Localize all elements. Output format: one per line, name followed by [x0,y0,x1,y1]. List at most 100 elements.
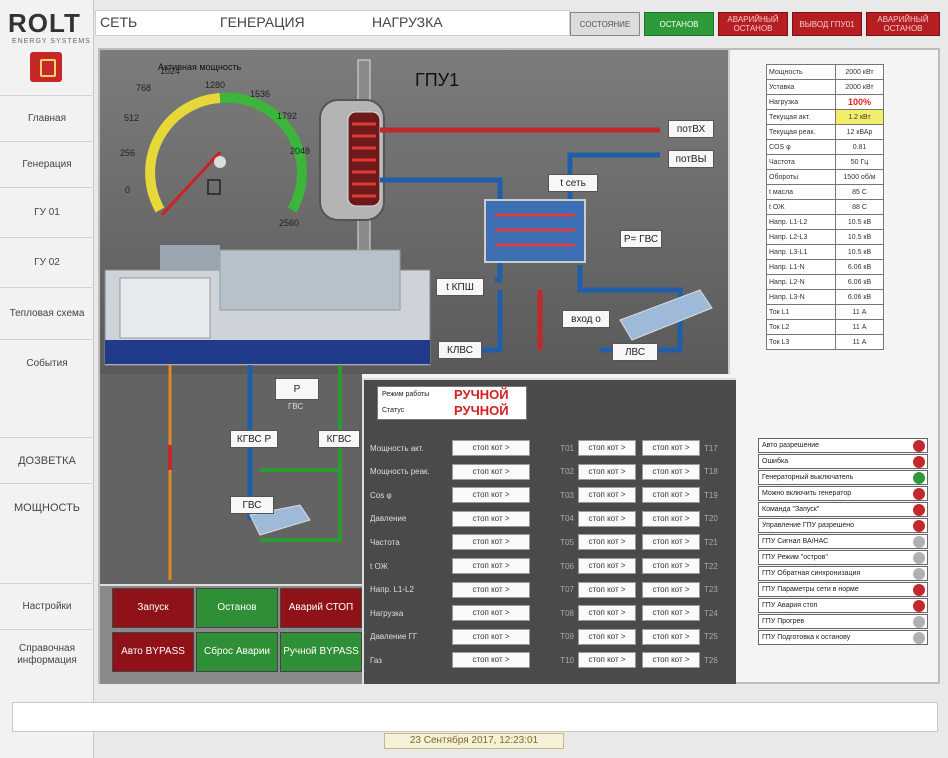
control-field[interactable]: стоп кот > [452,581,530,598]
control-field[interactable]: стоп кот > [578,534,636,551]
control-field[interactable]: стоп кот > [452,487,530,504]
control-field[interactable]: стоп кот > [578,463,636,480]
stop-button[interactable]: Останов [196,588,278,628]
status-text: Управление ГПУ разрешено [762,522,855,529]
label-lvs[interactable]: ЛВС [612,343,658,361]
param-value: 10.5 кВ [835,214,884,230]
status-indicator-icon [913,615,925,628]
control-field[interactable]: стоп кот > [642,558,700,574]
control-field[interactable]: стоп кот > [642,463,700,480]
reset-alarms-button[interactable]: Сброс Аварии [196,632,278,672]
status-item: ГПУ Авария стоп [758,598,928,613]
control-field[interactable]: стоп кот > [578,558,636,574]
control-field[interactable]: стоп кот > [578,487,636,504]
control-field[interactable]: стоп кот > [452,558,530,574]
state-button[interactable]: СОСТОЯНИЕ [570,12,640,36]
control-field[interactable]: стоп кот > [642,605,700,622]
sidebar-item-thermal[interactable]: Тепловая схема [0,287,94,339]
sidebar-item-main[interactable]: Главная [0,95,94,141]
control-field[interactable]: стоп кот > [452,440,530,456]
manual-bypass-button[interactable]: Ручной BYPASS [280,632,362,672]
control-field[interactable]: стоп кот > [578,581,636,598]
label-t-kpsh[interactable]: t КПШ [436,278,484,296]
clock: 23 Сентября 2017, 12:23:01 [384,733,564,749]
control-row-number: T05 [560,537,574,547]
emergency-stop-button[interactable]: Аварий СТОП [280,588,362,628]
param-name: Ток L3 [766,334,836,350]
sidebar-item-power[interactable]: МОЩНОСТЬ [0,483,94,531]
control-field[interactable]: стоп кот > [642,534,700,551]
control-field[interactable]: стоп кот > [578,605,636,622]
status-text: ГПУ Авария стоп [762,602,818,609]
control-field[interactable]: стоп кот > [578,510,636,527]
sidebar-item-dozvetka[interactable]: ДОЗВЕТКА [0,437,94,483]
control-field[interactable]: стоп кот > [642,581,700,598]
status-item: ГПУ Обратная синхронизация [758,566,928,581]
param-value: 50 Гц [835,154,884,170]
label-kgvs[interactable]: КГВС [318,430,360,448]
control-field[interactable]: стоп кот > [452,534,530,551]
auto-bypass-button[interactable]: Авто BYPASS [112,632,194,672]
control-field[interactable]: стоп кот > [578,628,636,645]
control-row-end: T26 [704,655,718,665]
param-name: Напр. L1-N [766,259,836,275]
sidebar-item-gu02[interactable]: ГУ 02 [0,237,94,287]
control-field[interactable]: стоп кот > [452,463,530,480]
param-value: 6.06 кВ [835,289,884,305]
param-value: 11 А [835,334,884,350]
pipe-blue-lower [480,290,503,353]
start-button[interactable]: Запуск [112,588,194,628]
label-t-set[interactable]: t сеть [548,174,598,192]
label-kgvs-r[interactable]: КГВС Р [230,430,278,448]
control-row-end: T20 [704,514,718,524]
control-field[interactable]: стоп кот > [578,652,636,669]
label-potvy[interactable]: потВЫ [668,150,714,168]
param-value: 1500 об/м [835,169,884,185]
label-potvx[interactable]: потВХ [668,120,714,138]
control-field[interactable]: стоп кот > [642,510,700,527]
control-field[interactable]: стоп кот > [642,652,700,669]
label-klvs[interactable]: КЛВС [438,341,482,359]
sidebar-item-events[interactable]: События [0,339,94,387]
label-gvs[interactable]: ГВС [230,496,274,514]
control-field[interactable]: стоп кот > [452,510,530,527]
emergency-stop-2-button[interactable]: АВАРИЙНЫЙ ОСТАНОВ [866,12,940,36]
sidebar-item-generation[interactable]: Генерация [0,141,94,187]
control-field[interactable]: стоп кот > [642,487,700,504]
param-name: Ток L2 [766,319,836,335]
control-field[interactable]: стоп кот > [452,628,530,645]
output-gpu-button[interactable]: ВЫВОД ГПУ01 [792,12,862,36]
status-item: Команда "Запуск" [758,502,928,517]
topnav-generation[interactable]: ГЕНЕРАЦИЯ [220,14,305,30]
stop-top-button[interactable]: ОСТАНОВ [644,12,714,36]
control-field[interactable]: стоп кот > [452,652,530,669]
param-value: 10.5 кВ [835,229,884,245]
param-name: Напр. L1-L2 [766,214,836,230]
sidebar-item-gu01[interactable]: ГУ 01 [0,187,94,237]
sidebar-item-settings[interactable]: Настройки [0,583,94,629]
topnav-load[interactable]: НАГРУЗКА [372,14,443,30]
emergency-stop-top-button[interactable]: АВАРИЙНЫЙ ОСТАНОВ [718,12,788,36]
label-p[interactable]: Р [275,378,319,400]
sidebar-item-info[interactable]: Справочная информация [0,629,94,679]
param-value: 88 С [835,199,884,215]
control-field[interactable]: стоп кот > [642,628,700,645]
status-text: Можно включить генератор [762,490,852,497]
control-row-number: T01 [560,443,574,453]
label-vhod[interactable]: вход о [562,310,610,328]
label-r-ghvs[interactable]: Р= ГВС [620,230,662,248]
topnav-network[interactable]: СЕТЬ [100,14,138,30]
status-text: ГПУ Прогрев [762,618,805,625]
control-field[interactable]: стоп кот > [642,440,700,456]
control-field[interactable]: стоп кот > [578,440,636,456]
status-indicator-icon [913,535,925,548]
status-item: Ошибка [758,454,928,469]
control-field[interactable]: стоп кот > [452,605,530,622]
param-name: Частота [766,154,836,170]
